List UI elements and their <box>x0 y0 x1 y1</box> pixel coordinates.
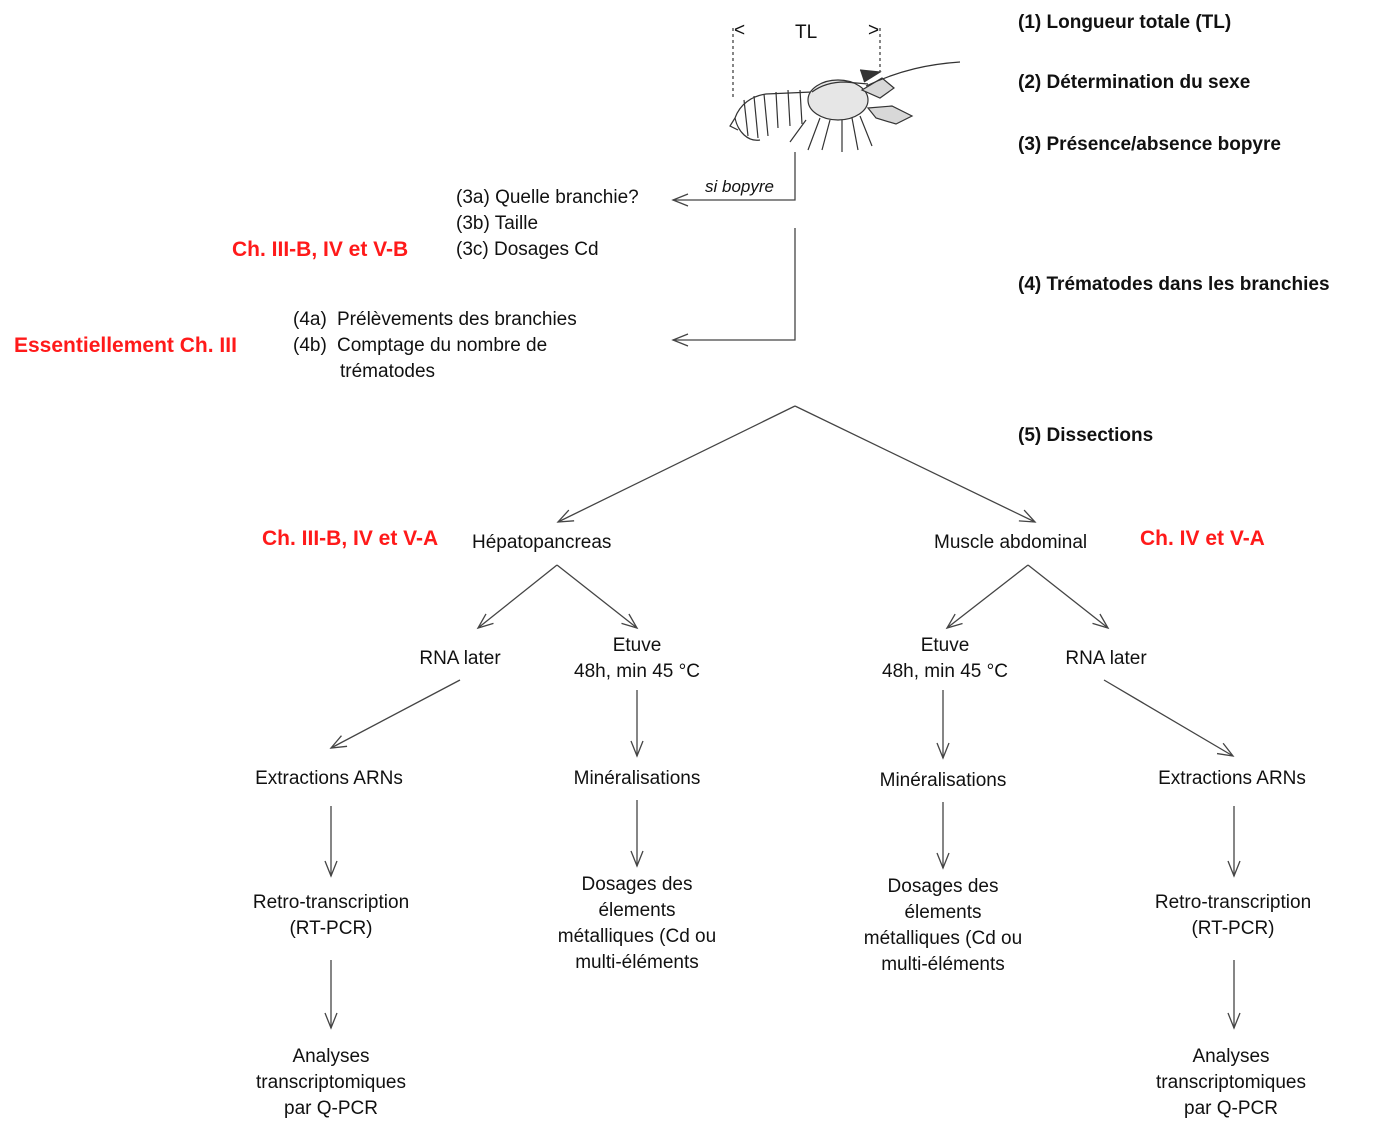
rna-left-arrow <box>329 679 461 749</box>
etuve-line-2: 48h, min 45 °C <box>882 661 1008 682</box>
etuve-line-1: Etuve <box>612 635 662 656</box>
mineralisation-right: Minéralisations <box>879 770 1007 791</box>
bopyre-item-b: (3b) Taille <box>456 211 538 237</box>
step-5-label: (5) Dissections <box>1018 425 1154 446</box>
rt-left: Retro-transcription (RT-PCR) <box>221 890 441 942</box>
muscle-arrow-left <box>945 564 1029 630</box>
dosage-line-2: élements <box>904 902 982 923</box>
item-label: (4b) <box>293 335 327 356</box>
analyse-line-2: transcriptomiques <box>256 1072 406 1093</box>
rt-line-1: Retro-transcription <box>1154 892 1312 913</box>
trematode-item-b: (4b) Comptage du nombre de <box>293 333 547 359</box>
chapter-bopyre: Ch. III-B, IV et V-B <box>232 238 409 261</box>
mineralisation-left: Minéralisations <box>573 768 701 789</box>
etuve-line-2: 48h, min 45 °C <box>574 661 700 682</box>
dosage-line-2: élements <box>598 900 676 921</box>
dosage-line-1: Dosages des <box>581 874 693 895</box>
tl-left-chevron: < <box>734 20 746 41</box>
rt-right: Retro-transcription (RT-PCR) <box>1123 890 1343 942</box>
item-label: (3a) <box>456 187 490 208</box>
muscle-arrow-right <box>1027 564 1110 630</box>
chapter-muscle: Ch. IV et V-A <box>1140 527 1265 550</box>
etuve-right: Etuve 48h, min 45 °C <box>845 633 1045 685</box>
item-text: Taille <box>494 213 539 234</box>
extractions-right: Extractions ARNs <box>1158 768 1306 789</box>
dissection-arrow-right <box>794 405 1037 523</box>
analyse-line-1: Analyses <box>1192 1046 1270 1067</box>
rna-later-left: RNA later <box>419 648 501 669</box>
item-label: (4a) <box>293 309 327 330</box>
hepato-arrow-left <box>476 564 558 630</box>
dosage-left: Dosages des élements métalliques (Cd ou … <box>527 872 747 976</box>
dosage-line-1: Dosages des <box>887 876 999 897</box>
step-1-label: (1) Longueur totale (TL) <box>1018 12 1232 33</box>
tissue-muscle: Muscle abdominal <box>934 532 1088 553</box>
step-3-label: (3) Présence/absence bopyre <box>1018 134 1281 155</box>
dosage-line-3: métalliques (Cd ou <box>863 928 1023 949</box>
analyse-line-2: transcriptomiques <box>1156 1072 1306 1093</box>
item-text: Prélèvements des branchies <box>337 309 577 330</box>
step-4-label: (4) Trématodes dans les branchies <box>1018 274 1330 295</box>
analyse-line-1: Analyses <box>292 1046 370 1067</box>
dosage-line-3: métalliques (Cd ou <box>557 926 717 947</box>
etuve-line-1: Etuve <box>920 635 970 656</box>
analyses-right: Analyses transcriptomiques par Q-PCR <box>1121 1044 1341 1122</box>
hepato-arrow-right <box>556 564 639 630</box>
trematode-item-a: (4a) Prélèvements des branchies <box>293 307 577 333</box>
item-label: (3b) <box>456 213 490 234</box>
rna-right-arrow <box>1103 679 1235 757</box>
tissue-hepatopancreas: Hépatopancreas <box>472 532 612 553</box>
step-2-label: (2) Détermination du sexe <box>1018 72 1251 93</box>
dosage-right: Dosages des élements métalliques (Cd ou … <box>833 874 1053 978</box>
item-label: (3c) <box>456 239 489 260</box>
trematode-arrow <box>671 228 796 347</box>
etuve-left: Etuve 48h, min 45 °C <box>537 633 737 685</box>
rna-later-right: RNA later <box>1065 648 1147 669</box>
rt-line-2: (RT-PCR) <box>1191 918 1275 939</box>
dosage-line-4: multi-éléments <box>575 952 699 973</box>
chapter-hepato: Ch. III-B, IV et V-A <box>262 527 439 550</box>
crayfish-illustration <box>729 61 961 152</box>
rt-line-2: (RT-PCR) <box>289 918 373 939</box>
item-text: Quelle branchie? <box>495 187 639 208</box>
chapter-trematodes: Essentiellement Ch. III <box>14 334 237 357</box>
item-text: Comptage du nombre de <box>337 335 548 356</box>
tl-right-chevron: > <box>868 20 880 41</box>
analyses-left: Analyses transcriptomiques par Q-PCR <box>221 1044 441 1122</box>
trematode-item-b-cont: trématodes <box>340 361 436 382</box>
extractions-left: Extractions ARNs <box>255 768 403 789</box>
analyse-line-3: par Q-PCR <box>1184 1098 1278 1119</box>
bopyre-item-a: (3a) Quelle branchie? <box>456 185 639 211</box>
tl-label: TL <box>795 22 818 43</box>
dissection-arrow-left <box>556 405 796 523</box>
bopyre-arrow <box>671 152 796 207</box>
dosage-line-4: multi-éléments <box>881 954 1005 975</box>
bopyre-condition: si bopyre <box>705 177 774 196</box>
item-text: Dosages Cd <box>494 239 599 260</box>
analyse-line-3: par Q-PCR <box>284 1098 378 1119</box>
rt-line-1: Retro-transcription <box>252 892 410 913</box>
bopyre-item-c: (3c) Dosages Cd <box>456 237 599 263</box>
